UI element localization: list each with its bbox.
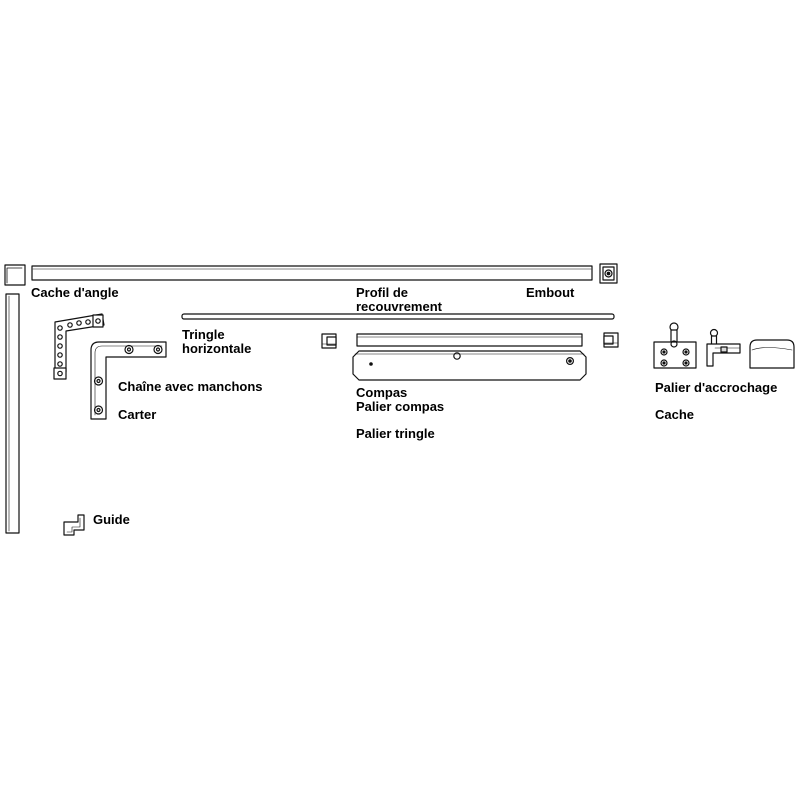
end-cap-part	[599, 263, 618, 284]
label-profil-line1: Profil de	[356, 285, 409, 300]
stay-bearing-part	[356, 333, 583, 347]
label-embout: Embout	[526, 285, 575, 300]
horizontal-rod-part	[181, 313, 615, 320]
label-carter: Carter	[118, 407, 157, 422]
label-cache: Cache	[655, 407, 695, 422]
stay-arm-part	[352, 350, 587, 381]
vertical-profile-part	[5, 293, 20, 534]
chain-part	[53, 313, 105, 380]
label-profil-line2: recouvrement	[356, 299, 442, 314]
label-chaine: Chaîne avec manchons	[118, 379, 263, 394]
cover-profile-part	[31, 265, 593, 281]
label-palier-tringle: Palier tringle	[356, 426, 435, 441]
label-tringle-line1: Tringle	[182, 327, 225, 342]
label-palier-accrochage: Palier d'accrochage	[655, 380, 778, 395]
label-profil-recouvrement: Profil de recouvrement	[356, 286, 442, 314]
label-tringle-line2: horizontale	[182, 341, 252, 356]
label-guide: Guide	[93, 512, 130, 527]
cover-part	[749, 339, 795, 369]
guide-part	[63, 514, 85, 536]
rod-bearing-right-part	[603, 332, 619, 348]
rod-bearing-left-part	[321, 333, 337, 349]
hanging-bearing-part	[653, 322, 697, 369]
label-tringle-horizontale: Tringle horizontale	[182, 328, 251, 356]
label-compas: Compas	[356, 385, 408, 400]
label-palier-compas: Palier compas	[356, 399, 445, 414]
label-cache-angle: Cache d'angle	[31, 285, 119, 300]
housing-part	[90, 341, 167, 420]
hanging-bearing-side-part	[706, 328, 741, 367]
corner-cover-part	[4, 264, 26, 286]
